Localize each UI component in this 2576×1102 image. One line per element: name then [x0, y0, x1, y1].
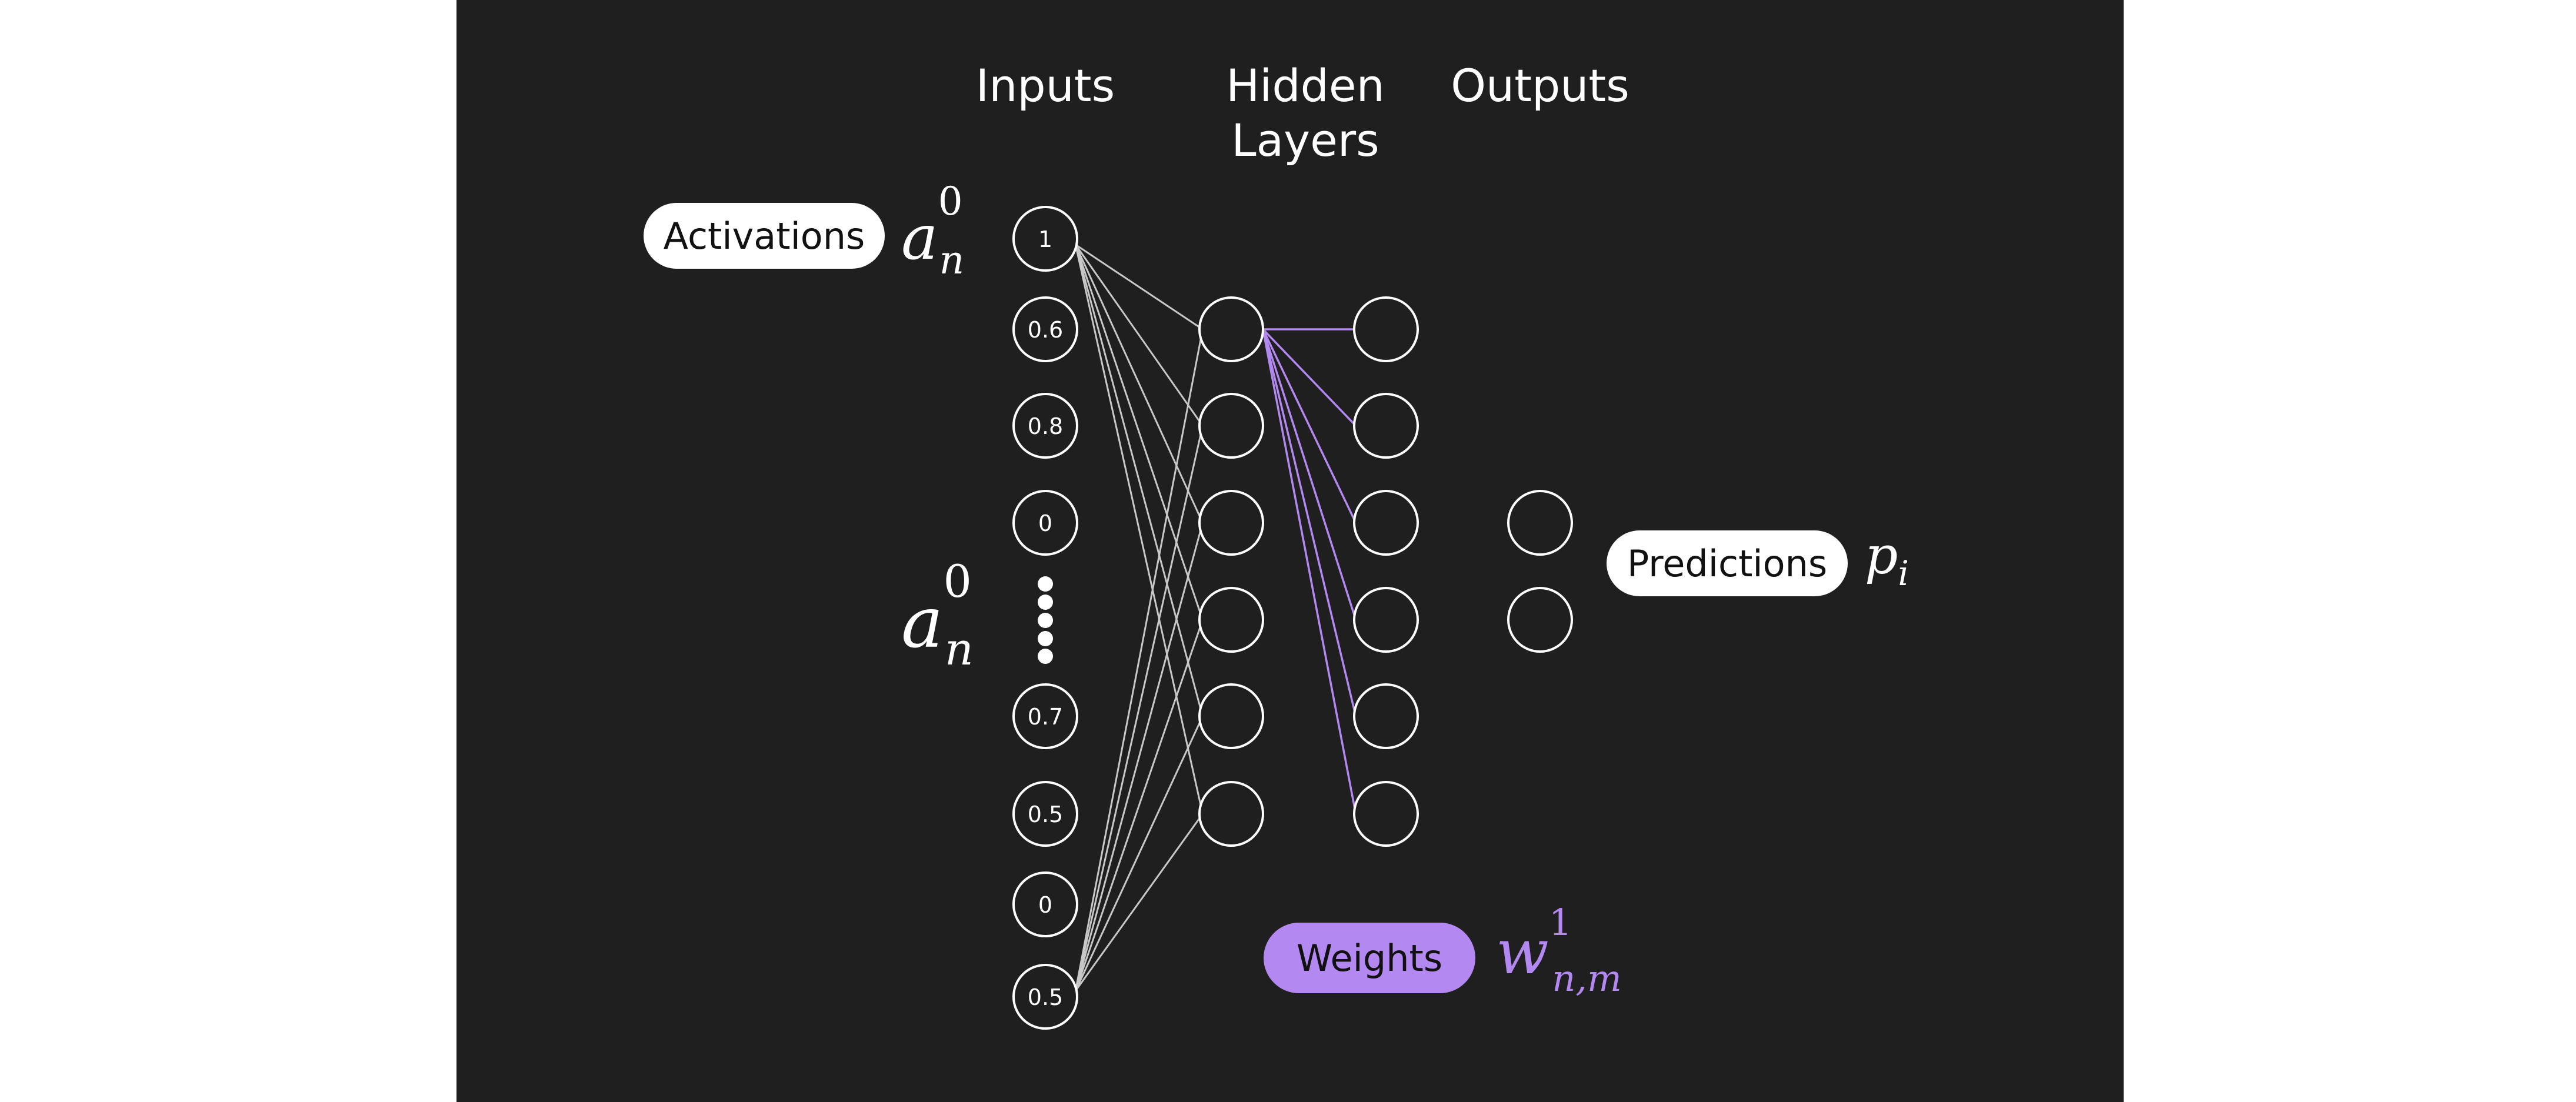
connection-line: [1074, 244, 1204, 814]
hidden-node-circle: [1353, 296, 1419, 362]
input-node: 0.5: [1012, 781, 1078, 847]
connection-line: [1074, 244, 1204, 717]
output-node: [1507, 587, 1573, 653]
hidden-node: [1198, 781, 1264, 847]
connection-line: [1074, 329, 1204, 991]
predictions-pill: Predictions: [1607, 530, 1848, 596]
input-value: 1: [1038, 226, 1052, 252]
hidden-node-circle: [1198, 296, 1264, 362]
activations-pill: Activations: [644, 203, 885, 269]
input-node-circle: [1012, 781, 1078, 847]
ellipsis-dot: [1038, 649, 1053, 664]
input-node-circle: [1012, 964, 1078, 1030]
prediction-symbol: pi: [1865, 525, 1909, 593]
input-node: 0: [1012, 490, 1078, 556]
input-value: 0.5: [1028, 802, 1063, 827]
input-node-circle: [1012, 393, 1078, 459]
hidden-node: [1353, 490, 1419, 556]
hidden-node: [1198, 490, 1264, 556]
input-node-circle: [1012, 490, 1078, 556]
hidden-node: [1353, 781, 1419, 847]
input-node: 0.5: [1012, 964, 1078, 1030]
input-value: 0.5: [1028, 984, 1063, 1010]
hidden-node: [1198, 393, 1264, 459]
connection-line: [1074, 425, 1204, 991]
input-node-circle: [1012, 296, 1078, 362]
hidden-node-circle: [1353, 490, 1419, 556]
input-value: 0.6: [1028, 317, 1063, 343]
activations-label: Activations: [664, 215, 865, 258]
input-layer: 1 0.6 0.8 0 0.7 0.5 0 0.5: [1012, 206, 1078, 1030]
hidden-node-circle: [1198, 781, 1264, 847]
hidden-node: [1353, 683, 1419, 749]
output-node-circle: [1507, 587, 1573, 653]
weights-label: Weights: [1297, 937, 1442, 980]
weight-line: [1262, 328, 1357, 427]
hidden-node-circle: [1198, 490, 1264, 556]
hidden-layers-heading-line2: Layers: [1231, 114, 1379, 166]
input-node: 0.6: [1012, 296, 1078, 362]
weight-line: [1262, 329, 1357, 523]
hidden-node: [1198, 587, 1264, 653]
hidden-node: [1198, 683, 1264, 749]
input-node: 0: [1012, 871, 1078, 937]
input-node-circle: [1012, 683, 1078, 749]
input-value: 0: [1038, 510, 1052, 536]
ellipsis-dot: [1038, 613, 1053, 628]
connection-line: [1075, 244, 1204, 426]
connection-line: [1074, 619, 1204, 991]
hidden-node-circle: [1353, 781, 1419, 847]
input-node-circle: [1012, 206, 1078, 272]
outputs-heading: Outputs: [1451, 59, 1629, 112]
hidden-node: [1353, 587, 1419, 653]
input-node: 0.7: [1012, 683, 1078, 749]
ellipsis-dot: [1038, 631, 1053, 646]
hidden-layer-1: [1198, 296, 1264, 847]
connection-line: [1074, 244, 1204, 523]
hidden-layers-heading-line1: Hidden: [1226, 59, 1385, 112]
output-node: [1507, 490, 1573, 556]
connection-line: [1074, 522, 1204, 991]
hidden-node: [1198, 296, 1264, 362]
weight-line: [1262, 329, 1357, 814]
hidden-node: [1353, 296, 1419, 362]
input-node: 0.8: [1012, 393, 1078, 459]
hidden-node-circle: [1198, 683, 1264, 749]
hidden-node-circle: [1353, 393, 1419, 459]
hidden-node: [1353, 393, 1419, 459]
weight-connections: [1262, 328, 1357, 814]
connection-line: [1074, 716, 1204, 991]
input-node-circle: [1012, 871, 1078, 937]
hidden-node-circle: [1198, 393, 1264, 459]
weights-pill: Weights: [1264, 923, 1475, 993]
input-value: 0.7: [1028, 704, 1063, 730]
diagram-panel: [456, 0, 2124, 1102]
hidden-layer-2: [1353, 296, 1419, 847]
input-ellipsis: [1038, 576, 1053, 664]
ellipsis-dot: [1038, 595, 1053, 610]
input-node: 1: [1012, 206, 1078, 272]
hidden-node-circle: [1198, 587, 1264, 653]
hidden-node-circle: [1353, 587, 1419, 653]
weight-line: [1262, 329, 1357, 620]
predictions-label: Predictions: [1627, 542, 1827, 585]
connection-line: [1075, 813, 1204, 991]
connection-line: [1074, 244, 1204, 620]
weight-line: [1262, 329, 1357, 717]
ellipsis-dot: [1038, 576, 1053, 592]
input-value: 0.8: [1028, 413, 1063, 439]
output-node-circle: [1507, 490, 1573, 556]
output-layer: [1507, 490, 1573, 653]
input-to-hidden-connections: [1074, 243, 1204, 991]
inputs-heading: Inputs: [976, 59, 1115, 112]
hidden-node-circle: [1353, 683, 1419, 749]
input-value: 0: [1038, 892, 1052, 918]
connection-line: [1075, 243, 1204, 330]
